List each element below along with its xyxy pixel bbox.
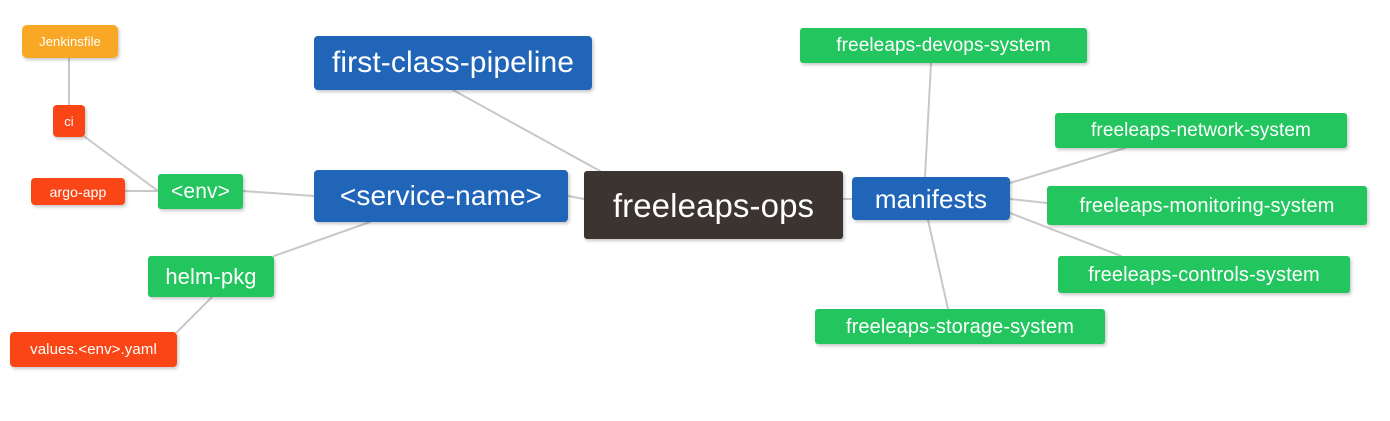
mindmap-node-label: freeleaps-controls-system (1088, 263, 1320, 286)
mindmap-node-values-env-yaml[interactable]: values.<env>.yaml (10, 332, 177, 367)
mindmap-node-label: freeleaps-network-system (1091, 120, 1311, 141)
mindmap-node-controls-system[interactable]: freeleaps-controls-system (1058, 256, 1350, 293)
mindmap-node-jenkinsfile[interactable]: Jenkinsfile (22, 25, 118, 58)
mindmap-edge-service-name-to-freeleaps-ops (567, 195, 585, 200)
mindmap-edge-manifests-to-storage-system (927, 219, 949, 310)
mindmap-node-label: manifests (874, 183, 988, 214)
mindmap-node-label: Jenkinsfile (39, 34, 101, 49)
mindmap-edge-env-to-service-name (242, 190, 315, 197)
mindmap-node-label: <env> (171, 180, 230, 203)
mindmap-node-helm-pkg[interactable]: helm-pkg (148, 256, 274, 297)
mindmap-node-first-class-pipeline[interactable]: first-class-pipeline (314, 36, 592, 90)
mindmap-edge-manifests-to-network-system (1009, 147, 1126, 184)
mindmap-node-argo-app[interactable]: argo-app (31, 178, 125, 205)
mindmap-node-env[interactable]: <env> (158, 174, 243, 209)
mindmap-node-label: first-class-pipeline (331, 46, 575, 79)
mindmap-edge-manifests-to-monitoring-system (1009, 198, 1048, 204)
mindmap-node-label: <service-name> (339, 180, 543, 211)
mindmap-edge-first-class-pipeline-to-freeleaps-ops (452, 89, 601, 172)
mindmap-edge-values-env-yaml-to-helm-pkg (176, 296, 213, 333)
mindmap-node-label: freeleaps-devops-system (836, 35, 1051, 56)
mindmap-node-service-name[interactable]: <service-name> (314, 170, 568, 222)
mindmap-node-devops-system[interactable]: freeleaps-devops-system (800, 28, 1087, 63)
mindmap-node-label: helm-pkg (165, 263, 257, 289)
mindmap-node-monitoring-system[interactable]: freeleaps-monitoring-system (1047, 186, 1367, 225)
mindmap-node-label: freeleaps-monitoring-system (1079, 194, 1335, 217)
mindmap-edge-manifests-to-devops-system (924, 62, 932, 178)
mindmap-node-label: ci (64, 113, 74, 129)
mindmap-node-freeleaps-ops[interactable]: freeleaps-ops (584, 171, 843, 239)
mindmap-node-manifests[interactable]: manifests (852, 177, 1010, 220)
mindmap-node-label: freeleaps-storage-system (845, 315, 1075, 338)
mindmap-node-storage-system[interactable]: freeleaps-storage-system (815, 309, 1105, 344)
mindmap-edge-helm-pkg-to-service-name (273, 221, 371, 257)
mindmap-node-ci[interactable]: ci (53, 105, 85, 137)
mindmap-node-label: argo-app (49, 183, 107, 200)
mindmap-node-label: values.<env>.yaml (30, 341, 157, 358)
mindmap-node-label: freeleaps-ops (612, 186, 815, 224)
mindmap-node-network-system[interactable]: freeleaps-network-system (1055, 113, 1347, 148)
